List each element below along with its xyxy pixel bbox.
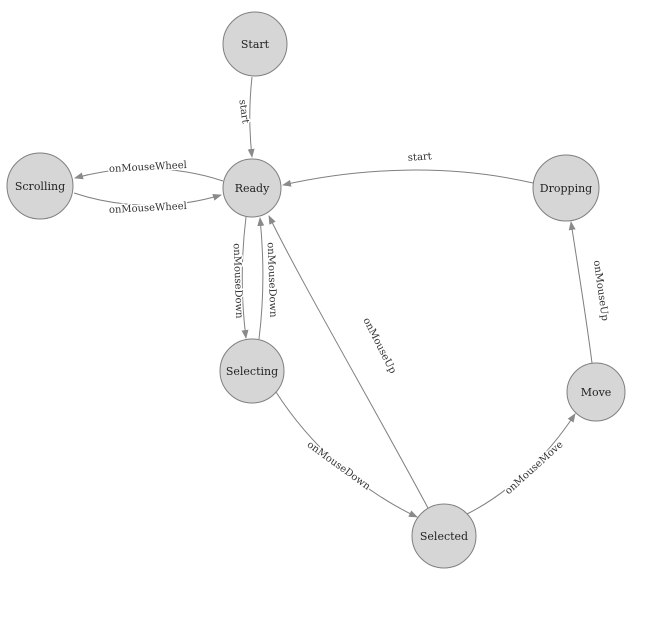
state-label-selecting: Selecting: [226, 365, 278, 378]
transition-edge-ready-scrolling: [74, 168, 224, 182]
state-circle-ready[interactable]: [222, 158, 282, 218]
transition-edge-start-ready: [247, 76, 255, 158]
state-node-selecting[interactable]: Selecting: [219, 338, 285, 404]
transition-edge-ready-selecting: [241, 216, 249, 339]
state-label-ready: Ready: [235, 182, 270, 195]
transition-edge-scrolling-ready: [73, 192, 222, 206]
transition-label-ready-scrolling: onMouseWheel: [109, 160, 187, 175]
transition-label-ready-selecting: onMouseDown: [231, 243, 245, 319]
state-label-move: Move: [581, 386, 612, 399]
state-circle-selecting[interactable]: [219, 338, 285, 404]
transition-edge-selected-ready: [268, 215, 429, 509]
transition-label-selecting-ready: onMouseDown: [265, 242, 279, 318]
transition-label-selected-ready: onMouseUp: [360, 316, 398, 375]
state-label-dropping: Dropping: [540, 182, 592, 195]
state-circle-move[interactable]: [566, 362, 626, 422]
transition-label-selecting-selected: onMouseDown: [305, 439, 373, 492]
state-circle-scrolling[interactable]: [6, 152, 74, 220]
state-label-selected: Selected: [420, 530, 468, 543]
transition-label-move-dropping: onMouseUp: [591, 260, 610, 322]
transition-label-selected-move: onMouseMove: [503, 439, 565, 497]
transition-label-start-ready: start: [236, 99, 250, 124]
state-circle-selected[interactable]: [411, 503, 477, 569]
transition-edge-selecting-ready: [257, 217, 265, 340]
state-label-start: Start: [241, 38, 270, 51]
state-node-dropping[interactable]: Dropping: [532, 154, 600, 222]
state-label-scrolling: Scrolling: [15, 180, 65, 193]
transition-edge-selected-move: [466, 413, 576, 515]
state-circle-start[interactable]: [222, 11, 288, 77]
transition-edge-dropping-ready: [282, 169, 534, 187]
state-node-ready[interactable]: Ready: [222, 158, 282, 218]
transition-edge-selecting-selected: [275, 391, 418, 518]
edges-layer: [73, 76, 593, 518]
state-circle-dropping[interactable]: [532, 154, 600, 222]
state-node-move[interactable]: Move: [566, 362, 626, 422]
transition-label-scrolling-ready: onMouseWheel: [109, 201, 187, 216]
state-node-selected[interactable]: Selected: [411, 503, 477, 569]
transition-label-dropping-ready: start: [408, 151, 433, 164]
transition-edge-move-dropping: [568, 221, 593, 364]
edge-labels-layer: start onMouseWheel onMouseWheel start onMous…: [107, 98, 612, 499]
state-node-start[interactable]: Start: [222, 11, 288, 77]
state-node-scrolling[interactable]: Scrolling: [6, 152, 74, 220]
